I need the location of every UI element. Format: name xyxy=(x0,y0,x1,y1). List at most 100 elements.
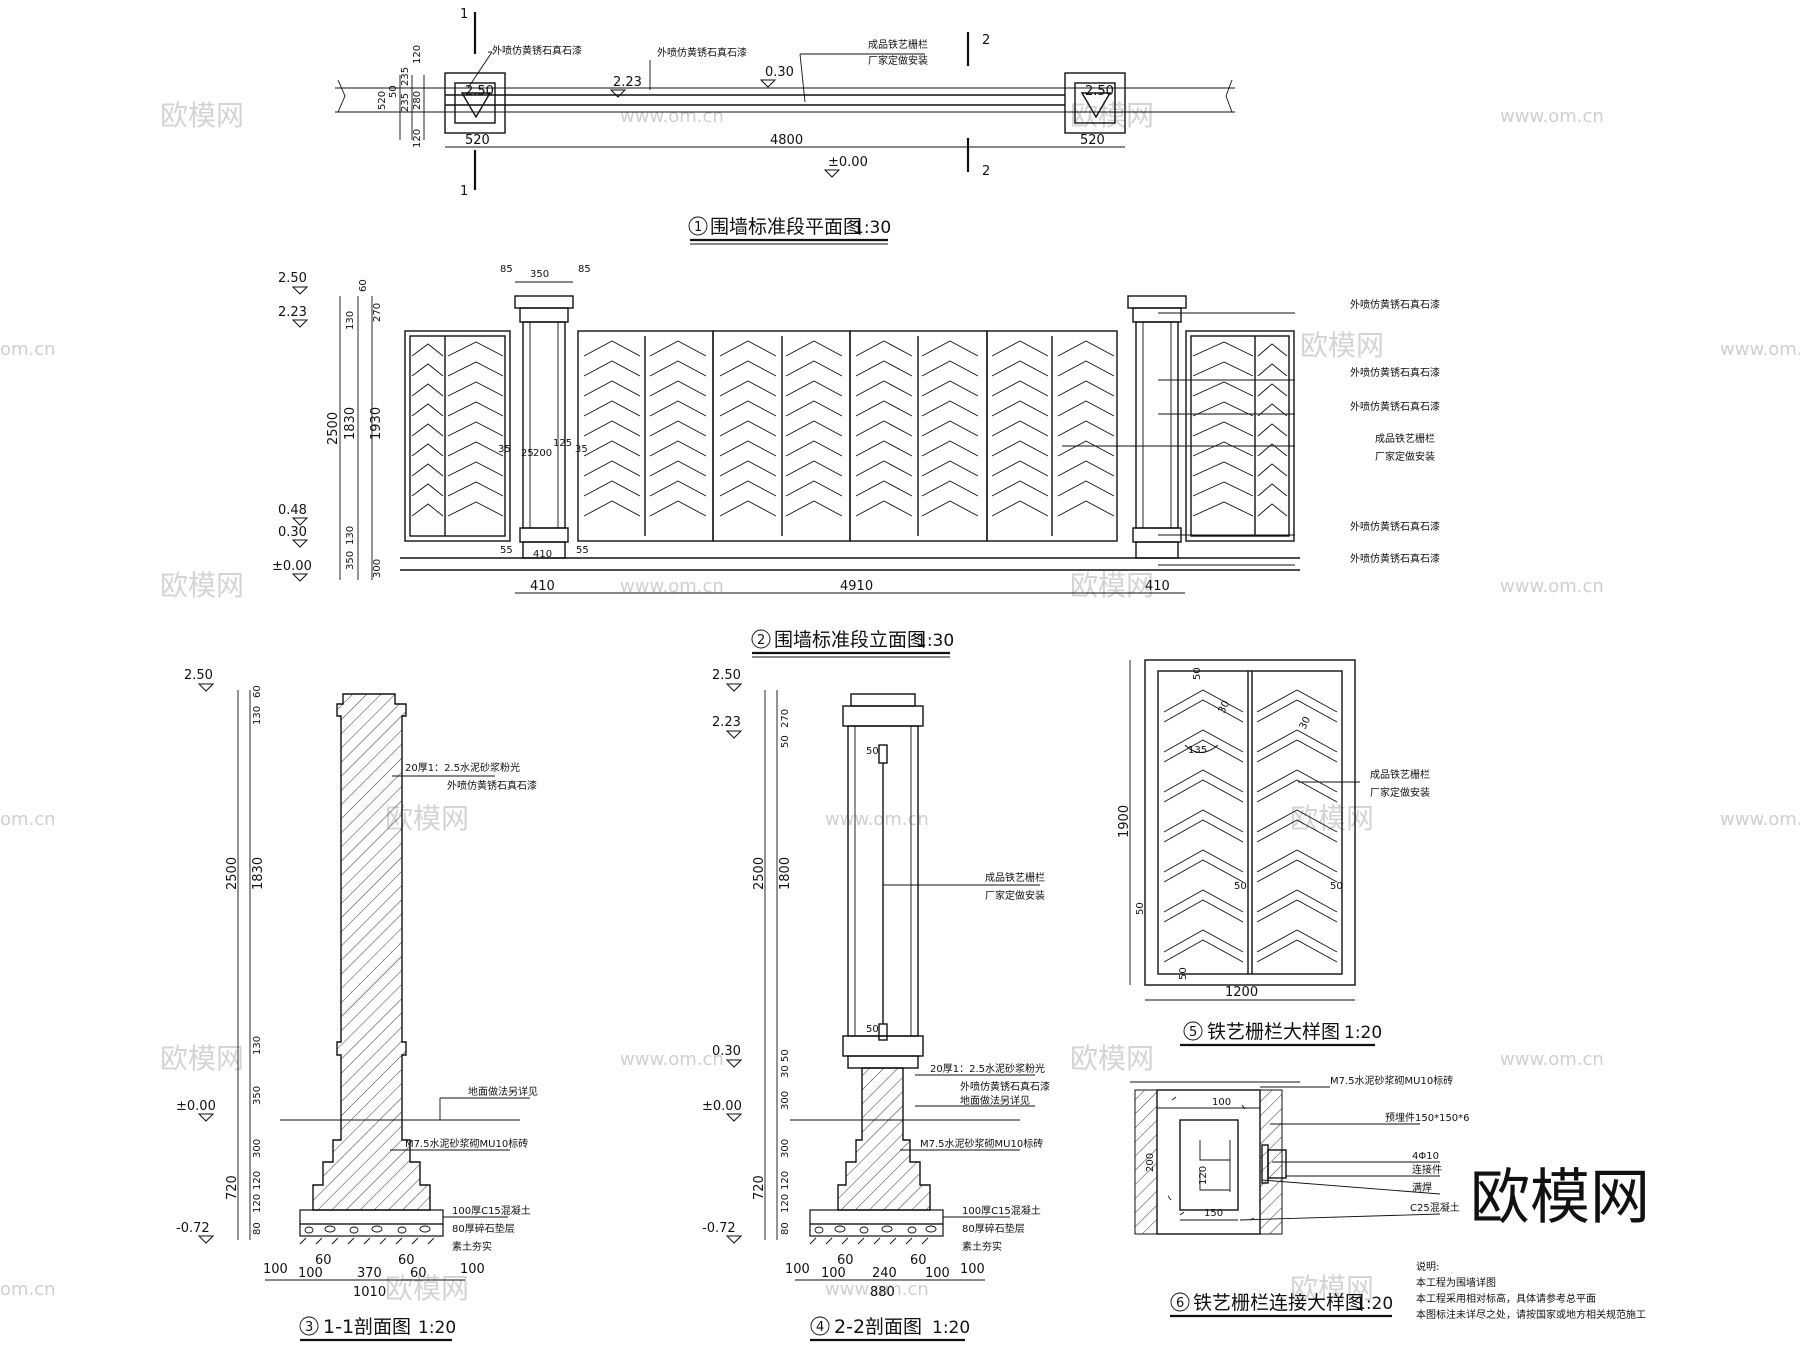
section-mark: 2 xyxy=(982,164,990,179)
dim-horizontal: 100 xyxy=(460,1262,485,1277)
section-note: 成品铁艺栅栏 xyxy=(985,871,1045,884)
dim-horizontal: 100 xyxy=(925,1266,950,1281)
dim-vertical: 2500 xyxy=(326,412,341,445)
dim-1900: 1900 xyxy=(1117,805,1132,838)
drawing-scale: 1:20 xyxy=(418,1318,456,1338)
watermark-logo: 欧模网 xyxy=(1290,1272,1374,1305)
elevation-pillar-left xyxy=(514,295,574,559)
dim-horizontal: 100 xyxy=(960,1262,985,1277)
dim-30: 30 xyxy=(1298,715,1313,731)
drawing-number: 6 xyxy=(1176,1296,1184,1311)
watermark-url: www.om.cn xyxy=(1720,809,1800,830)
dim-horizontal: 240 xyxy=(872,1266,897,1281)
dim-base: 55 xyxy=(576,545,589,556)
drawing-number: 2 xyxy=(757,633,765,648)
section-note: 20厚1：2.5水泥砂浆粉光 xyxy=(930,1062,1045,1075)
dim-vertical: 270 xyxy=(780,709,791,728)
watermark-logo: 欧模网 xyxy=(160,1042,244,1075)
section-mark: 1 xyxy=(460,184,468,199)
dim-1200: 1200 xyxy=(1225,985,1258,1000)
dim-vertical: 2500 xyxy=(225,857,240,890)
dim-50: 50 xyxy=(1178,967,1189,980)
dim-50: 50 xyxy=(1330,881,1343,892)
dim-top: 350 xyxy=(530,269,549,280)
drawing-number: 3 xyxy=(305,1320,313,1335)
dim-vertical: 120 xyxy=(252,1171,263,1190)
dim-vertical: 350 xyxy=(345,551,356,570)
drawing-title: 围墙标准段平面图 xyxy=(710,216,862,238)
drawing-title: 2-2剖面图 xyxy=(834,1316,922,1338)
drawing-title: 1-1剖面图 xyxy=(323,1316,411,1338)
dim-vertical: 720 xyxy=(225,1175,240,1200)
dim-410: 410 xyxy=(1145,579,1170,594)
section-note: M7.5水泥砂浆砌MU10标砖 xyxy=(405,1137,528,1150)
dim-horizontal: 370 xyxy=(357,1266,382,1281)
level-label: -0.72 xyxy=(702,1221,736,1236)
dim-horizontal: 100 xyxy=(821,1266,846,1281)
watermark-logo: 欧模网 xyxy=(1070,1042,1154,1075)
drawing-title: 铁艺栅栏大样图 xyxy=(1207,1021,1340,1043)
dim-vertical: 235 xyxy=(400,93,411,112)
watermark-url: www.om.cn xyxy=(1720,339,1800,360)
level-label: 2.23 xyxy=(613,75,642,90)
section-note: M7.5水泥砂浆砌MU10标砖 xyxy=(920,1137,1043,1150)
elevation-pillar-right xyxy=(1127,295,1187,559)
dim-horizontal: 60 xyxy=(398,1253,415,1268)
dim-vertical: 350 xyxy=(252,1086,263,1105)
dim-horizontal: 100 xyxy=(263,1262,288,1277)
section-note: 地面做法另详见 xyxy=(468,1085,538,1098)
dim-horizontal: 60 xyxy=(910,1253,927,1268)
elevation-note: 外喷仿黄锈石真石漆 xyxy=(1350,366,1440,379)
elevation-note: 厂家定做安装 xyxy=(1375,450,1435,463)
dim-vertical: 80 xyxy=(780,1222,791,1235)
dim-50: 50 xyxy=(1135,902,1146,915)
section-note: 地面做法另详见 xyxy=(960,1094,1030,1107)
dim-520: 520 xyxy=(1080,133,1105,148)
section-mark: 1 xyxy=(460,7,468,22)
dim-vertical: 520 xyxy=(377,91,388,110)
dim-total: 1010 xyxy=(353,1285,386,1300)
dim-vertical: 60 xyxy=(252,685,263,698)
dim-120: 120 xyxy=(1198,1166,1209,1185)
dim-base: 55 xyxy=(500,545,513,556)
dim-vertical: 120 xyxy=(412,129,423,148)
dim-vertical: 130 xyxy=(252,1036,263,1055)
section-note: 20厚1：2.5水泥砂浆粉光 xyxy=(405,761,520,774)
dim-vertical: 60 xyxy=(358,279,369,292)
detail-note: 满焊 xyxy=(1412,1182,1432,1194)
watermark-logo: 欧模网 xyxy=(1070,99,1154,132)
watermark-url: www.om.cn xyxy=(1500,1049,1604,1070)
dim-135: 135 xyxy=(1188,745,1207,756)
dim-detail: 50 xyxy=(866,1024,879,1035)
dim-vertical: 2500 xyxy=(752,857,767,890)
watermark-url: www.om.cn xyxy=(620,106,724,127)
level-label: ±0.00 xyxy=(176,1099,216,1114)
dim-vertical: 1830 xyxy=(343,407,358,440)
level-label: 2.50 xyxy=(712,668,741,683)
dim-vertical: 300 xyxy=(780,1139,791,1158)
dim-vertical: 50 xyxy=(780,735,791,748)
section-note: 外喷仿黄锈石真石漆 xyxy=(447,779,537,792)
dim-vertical: 50 xyxy=(388,85,399,98)
dim-top: 85 xyxy=(500,264,513,275)
detail-note: 连接件 xyxy=(1412,1163,1442,1176)
watermark-url: om.cn xyxy=(0,809,56,830)
dim-520: 520 xyxy=(465,133,490,148)
dim-horizontal: 100 xyxy=(298,1266,323,1281)
dim-vertical: 300 xyxy=(780,1091,791,1110)
dim-vertical: 80 xyxy=(252,1222,263,1235)
drawing-number: 4 xyxy=(816,1320,824,1335)
dim-30: 30 xyxy=(1217,699,1232,715)
section-mark: 2 xyxy=(982,33,990,48)
level-label: ±0.00 xyxy=(272,559,312,574)
detail-5-drawing: 1900 1200 50 50 50 50 50 30 30 135 成品铁艺栅… xyxy=(1117,659,1430,1047)
plan-note: 外喷仿黄锈石真石漆 xyxy=(492,44,582,57)
dim-vertical: 235 xyxy=(400,67,411,86)
watermark-logo: 欧模网 xyxy=(160,99,244,132)
dim-4910: 4910 xyxy=(840,579,873,594)
level-label: 0.30 xyxy=(278,525,307,540)
dim-vertical: 50 xyxy=(780,1049,791,1062)
detail-note: 4Φ10 xyxy=(1412,1151,1439,1162)
dim-horizontal: 60 xyxy=(837,1253,854,1268)
drawing-scale: 1:30 xyxy=(853,218,891,238)
